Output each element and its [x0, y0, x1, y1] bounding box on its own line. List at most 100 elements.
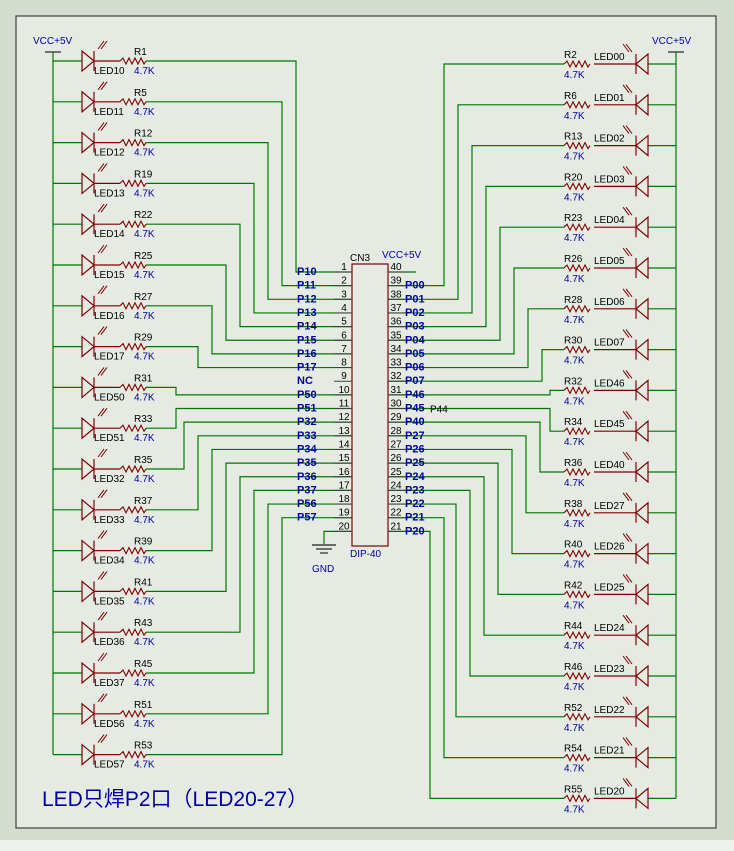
led-right-emission-arrows [622, 492, 633, 502]
chip-left-pin-number: 11 [339, 399, 350, 410]
led-right-body [635, 787, 649, 810]
led-label: LED05 [594, 256, 625, 267]
led-left-body [81, 457, 95, 481]
resistor-left-zigzag [119, 464, 147, 474]
chip-right-net-label: P46 [405, 389, 425, 401]
led-left-emission-arrows [97, 571, 108, 580]
led-right-emission-arrows [622, 125, 633, 134]
left-net-wire [146, 476, 352, 633]
led-right-emission-arrows [622, 206, 633, 216]
chip-right-pin-number: 33 [390, 358, 402, 369]
led-right-emission-arrows [622, 166, 633, 175]
resistor-ref-label: R52 [564, 703, 583, 714]
chip-left-pin-number: 19 [338, 508, 350, 519]
resistor-left-zigzag [119, 97, 147, 107]
led-left-emission-arrows [97, 652, 108, 662]
led-right-body [635, 542, 649, 565]
resistor-value-label: 4.7K [564, 356, 585, 367]
led-right-body [635, 746, 649, 769]
led-label: LED02 [594, 134, 625, 145]
resistor-ref-label: R40 [564, 540, 583, 551]
resistor-right-zigzag [563, 222, 591, 232]
left-net-wire [146, 517, 352, 756]
resistor-ref-label: R23 [564, 213, 583, 224]
led-left-emission-arrows [97, 611, 108, 621]
resistor-ref-label: R34 [564, 417, 583, 428]
resistor-value-label: 4.7K [134, 678, 155, 689]
vcc-label-right: VCC+5V [652, 36, 692, 47]
resistor-value-label: 4.7K [564, 478, 585, 489]
chip-left-net-label: P57 [297, 512, 317, 524]
resistor-left-zigzag [119, 546, 147, 555]
chip-right-net-label: P03 [405, 321, 425, 333]
chip-right-net-label: P23 [405, 484, 425, 496]
bottom-strip [0, 840, 734, 851]
resistor-value-label: 4.7K [564, 519, 585, 530]
resistor-ref-label: R31 [134, 373, 153, 384]
led-left-emission-arrows [97, 693, 108, 703]
resistor-ref-label: R54 [564, 744, 583, 755]
right-net-wire [388, 421, 564, 473]
resistor-left-zigzag [119, 179, 147, 188]
led-left-body [81, 661, 95, 685]
led-right-body [635, 419, 649, 443]
chip-right-net-label: P01 [405, 293, 425, 305]
led-label: LED46 [594, 378, 625, 389]
led-right-emission-arrows [622, 410, 633, 420]
led-label: LED26 [594, 542, 625, 553]
resistor-ref-label: R13 [564, 132, 583, 143]
led-right-body [635, 379, 649, 402]
resistor-ref-label: R37 [134, 496, 153, 507]
led-label: LED36 [94, 637, 125, 648]
resistor-right-zigzag [563, 263, 591, 273]
sheet-border [15, 15, 717, 829]
resistor-left-zigzag [119, 668, 147, 678]
led-label: LED15 [94, 270, 125, 281]
chip-left-net-label: P12 [297, 293, 317, 305]
led-right-body [635, 501, 649, 525]
resistor-right-zigzag [563, 712, 591, 722]
resistor-ref-label: R12 [134, 129, 153, 140]
resistor-left-zigzag [119, 260, 147, 270]
resistor-left-zigzag [119, 342, 147, 351]
chip-right-net-label: P40 [405, 416, 425, 428]
chip-left-net-label: P51 [297, 403, 317, 415]
chip-left-pin-number: 6 [341, 330, 347, 341]
resistor-right-zigzag [563, 467, 591, 477]
resistor-value-label: 4.7K [134, 352, 155, 363]
vcc-label-left: VCC+5V [33, 36, 73, 47]
led-label: LED20 [594, 786, 625, 797]
led-right-emission-arrows [622, 451, 633, 461]
led-label: LED51 [94, 433, 125, 444]
left-net-wire [146, 264, 352, 341]
resistor-value-label: 4.7K [134, 311, 155, 322]
led-right-body [635, 664, 649, 688]
led-label: LED12 [94, 148, 125, 159]
chip-right-pin-number: 34 [390, 344, 402, 355]
resistor-value-label: 4.7K [564, 437, 585, 448]
right-net-wire [388, 63, 564, 287]
chip-left-pin-number: 17 [338, 480, 350, 491]
chip-right-pin-number: 40 [390, 262, 402, 273]
led-label: LED00 [594, 52, 625, 63]
led-left-emission-arrows [97, 81, 108, 91]
chip-left-pin-number: 8 [341, 358, 347, 369]
left-net-wire [146, 407, 352, 429]
resistor-ref-label: R1 [134, 47, 147, 58]
chip-right-net-label: P26 [405, 443, 425, 455]
left-net-wire [146, 182, 352, 314]
diagram-title: LED只焊P2口（LED20-27） [42, 788, 308, 811]
right-net-wire [388, 104, 564, 300]
chip-left-pin-number: 9 [341, 371, 347, 382]
resistor-value-label: 4.7K [564, 804, 585, 815]
resistor-ref-label: R45 [134, 659, 153, 670]
chip-right-pin-number: 26 [390, 453, 402, 464]
led-label: LED11 [94, 107, 124, 118]
led-left-body [81, 131, 95, 154]
chip-left-net-label: P36 [297, 471, 317, 483]
chip-right-net-label: P06 [405, 362, 425, 374]
left-net-wire [146, 462, 352, 593]
led-left-body [81, 702, 95, 726]
chip-left-net-label: P37 [297, 484, 317, 496]
resistor-ref-label: R19 [134, 169, 153, 180]
